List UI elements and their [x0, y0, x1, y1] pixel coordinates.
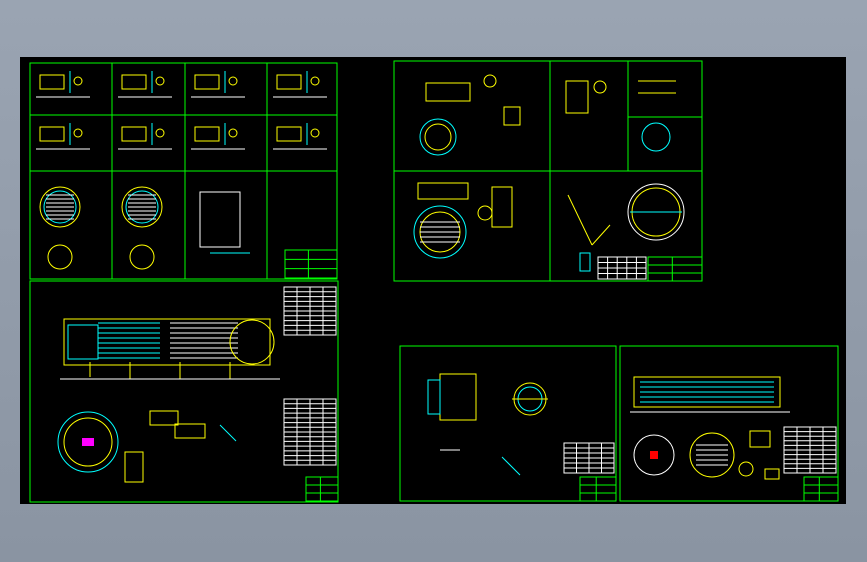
tube-sheet-inner: [125, 190, 159, 224]
channel-outline: [439, 373, 477, 421]
part-outline: [276, 74, 302, 90]
section-marker: [650, 451, 658, 459]
sheet-c2: [111, 170, 186, 280]
hole: [228, 76, 238, 86]
sheet-b2: [111, 114, 186, 172]
sheet-b1: [29, 114, 113, 172]
cover-outline: [199, 191, 241, 248]
detail-part: [579, 252, 591, 272]
hole: [155, 76, 165, 86]
flange-view: [129, 244, 155, 270]
shell-outline: [633, 376, 781, 408]
sheet-b3: [184, 114, 268, 172]
part-outline: [276, 126, 302, 142]
cone-outline: [591, 224, 611, 246]
flange-view: [47, 244, 73, 270]
part-outline: [194, 126, 220, 142]
end-view-inner: [63, 417, 113, 467]
detail-part: [124, 451, 144, 483]
sheet-c4: [266, 170, 338, 280]
channel: [67, 324, 99, 360]
flange-detail: [738, 461, 754, 477]
part-outline: [39, 126, 65, 142]
detail-part: [174, 423, 206, 439]
hole: [155, 128, 165, 138]
sheet-e2: [549, 170, 703, 282]
nozzle-detail: [491, 186, 513, 228]
saddle-detail: [565, 80, 589, 114]
tube-sheet-large: [627, 183, 685, 241]
title-block: [803, 476, 839, 502]
hole: [228, 128, 238, 138]
detail-sketch: [501, 456, 521, 476]
flange-detail: [593, 80, 607, 94]
head-outline: [229, 319, 275, 365]
title-block: [284, 249, 338, 279]
sheet-group-bottom-right: [399, 345, 839, 502]
detail-part: [764, 468, 780, 480]
sheet-d4: [627, 116, 703, 172]
hole: [310, 128, 320, 138]
baffle-view: [413, 205, 467, 259]
cad-drawing-canvas[interactable]: [20, 57, 846, 504]
title-block: [579, 476, 617, 502]
cad-model-viewport[interactable]: [20, 57, 846, 504]
sheet-e1: [393, 170, 551, 282]
shell-section: [417, 182, 469, 200]
tube-sheet-view: [419, 118, 457, 156]
drawing-details: [36, 71, 839, 502]
end-view-outer: [57, 411, 119, 473]
detail-part: [749, 430, 771, 448]
flange-detail: [483, 74, 497, 88]
tube-sheet-inner: [43, 190, 77, 224]
title-block: [305, 476, 339, 502]
sheet-group-left: [29, 62, 339, 503]
sheet-b4: [266, 114, 338, 172]
tube-sheet-outline: [39, 186, 81, 228]
sheet-d2: [549, 60, 629, 172]
shell-outline: [63, 318, 271, 366]
segment-view: [641, 122, 671, 152]
sheet-f2: [619, 345, 839, 502]
flange-detail: [477, 205, 493, 221]
detail-sketch: [219, 424, 237, 442]
part-outline: [194, 74, 220, 90]
sheet-d1: [393, 60, 551, 172]
cone-outline: [567, 194, 593, 246]
tube-sheet-view-inner: [424, 123, 452, 151]
section-view: [633, 434, 675, 476]
hole: [73, 128, 83, 138]
sheet-c3: [184, 170, 268, 280]
part-outline: [121, 74, 147, 90]
sheet-d3: [627, 60, 703, 118]
sheet-group-top-right: [393, 60, 703, 282]
tube-sheet-outline: [121, 186, 163, 228]
tube-sheet-view: [689, 432, 735, 478]
part-outline: [121, 126, 147, 142]
part-outline: [39, 74, 65, 90]
end-view-marker: [82, 438, 94, 446]
title-block: [647, 256, 703, 282]
hole: [310, 76, 320, 86]
nozzle-detail: [503, 106, 521, 126]
detail-part: [149, 410, 179, 426]
flange-outline: [427, 379, 441, 415]
shell-section: [425, 82, 471, 102]
sheet-assembly: [29, 280, 339, 503]
hole: [73, 76, 83, 86]
sheet-f1: [399, 345, 617, 502]
